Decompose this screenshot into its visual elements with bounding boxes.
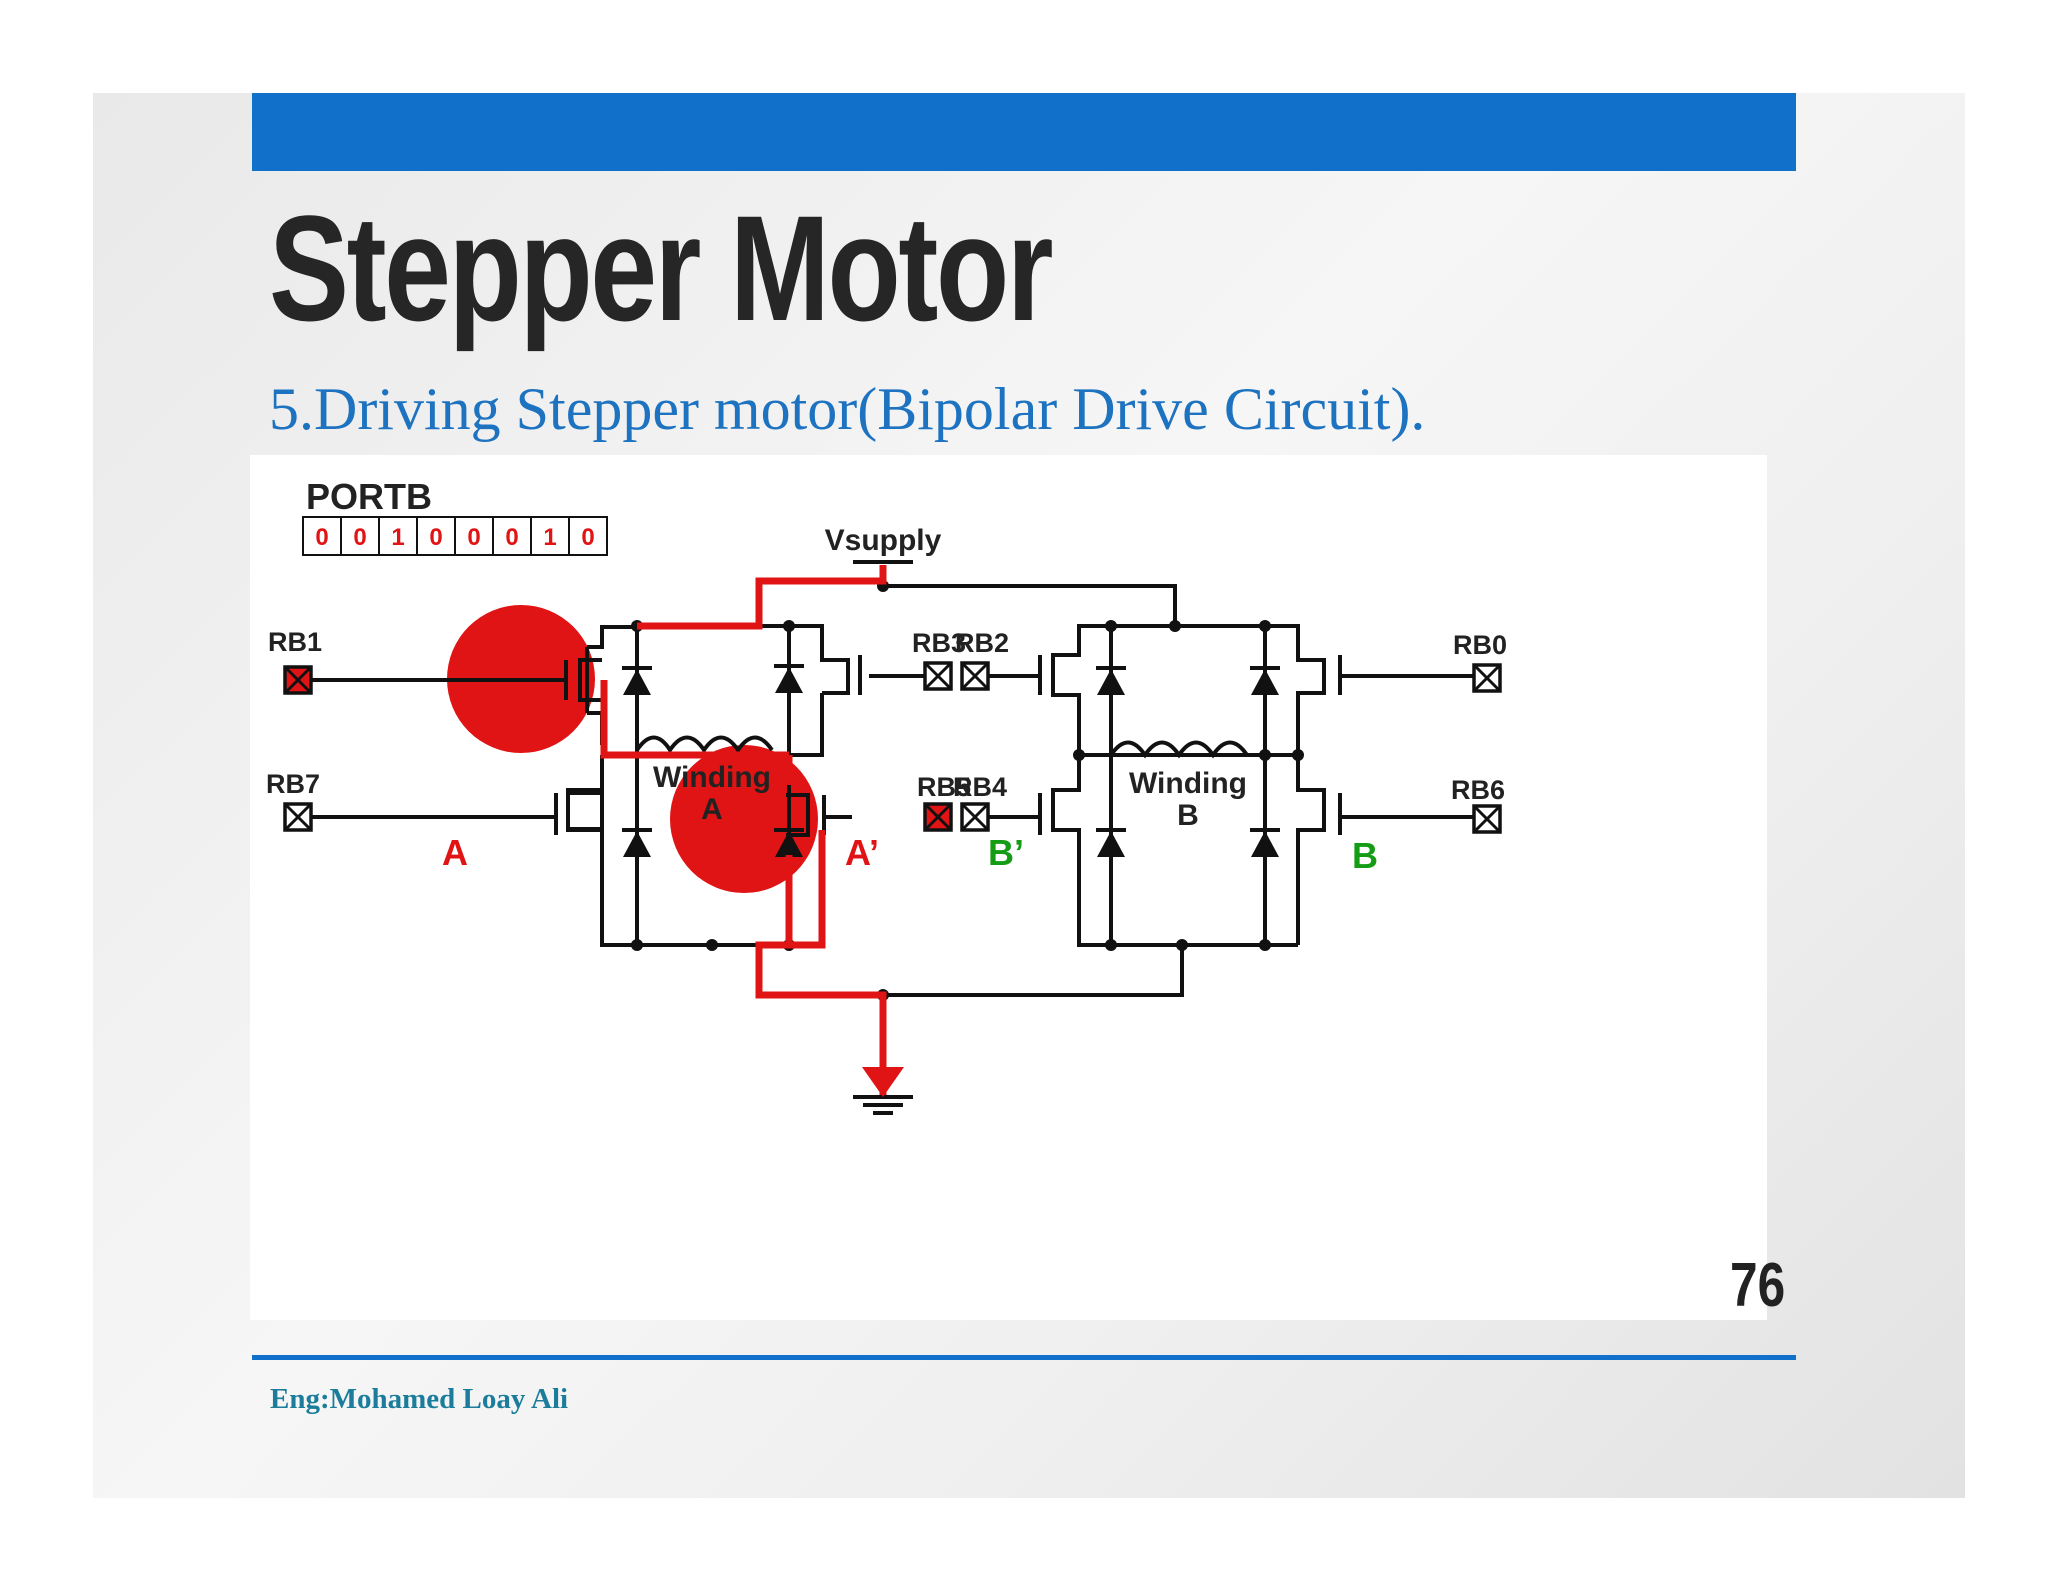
portb-bit: 0 [315, 524, 328, 551]
phase-label-b: B [1352, 835, 1378, 876]
winding-a-label: Winding [653, 761, 771, 794]
diode [1248, 828, 1282, 859]
slide-subtitle: 5.Driving Stepper motor(Bipolar Drive Ci… [269, 376, 1426, 442]
pin-label-rb5: RB5 [917, 772, 971, 802]
pin-rb6 [1472, 804, 1502, 834]
ground-arrow [862, 1067, 904, 1097]
pin-label-rb6: RB6 [1451, 775, 1505, 805]
diode [1094, 666, 1128, 697]
pin-rb0 [1472, 663, 1502, 693]
diode [772, 664, 806, 695]
winding-a-letter: A [701, 793, 723, 826]
pin-rb1 [283, 665, 313, 695]
portb-bit: 1 [391, 524, 404, 551]
phase-label-b-prime: B’ [988, 832, 1024, 873]
transistor-gates [564, 658, 852, 837]
portb-bit: 0 [429, 524, 442, 551]
diode [620, 666, 654, 697]
pin-rb3 [923, 661, 953, 691]
pin-label-rb0: RB0 [1453, 630, 1507, 660]
winding-b-letter: B [1177, 799, 1199, 832]
portb-bit: 0 [353, 524, 366, 551]
diode [1094, 828, 1128, 859]
pin-rb7 [283, 802, 313, 832]
pin-label-rb7: RB7 [266, 769, 320, 799]
top-accent-bar [252, 93, 1796, 171]
pin-rb5 [923, 802, 953, 832]
vsupply-label: Vsupply [825, 524, 942, 557]
slide: Stepper Motor 5.Driving Stepper motor(Bi… [93, 93, 1965, 1498]
portb-bit: 1 [543, 524, 556, 551]
bipolar-drive-circuit-diagram: PORTB 0 0 1 0 0 0 1 0 Vsupply [250, 455, 1767, 1320]
diode [620, 828, 654, 859]
winding-b-label: Winding [1129, 767, 1247, 800]
portb-label: PORTB [306, 476, 432, 517]
pin-label-rb1: RB1 [268, 627, 322, 657]
slide-title: Stepper Motor [269, 184, 1054, 352]
pin-rb2 [960, 661, 990, 691]
phase-label-a: A [442, 832, 468, 873]
phase-label-a-prime: A’ [845, 832, 879, 873]
portb-bit: 0 [581, 524, 594, 551]
pin-label-rb3: RB3 [912, 628, 966, 658]
diode [1248, 666, 1282, 697]
portb-register: 0 0 1 0 0 0 1 0 [302, 516, 608, 556]
portb-bit: 0 [505, 524, 518, 551]
pin-label-rb4: RB4 [953, 772, 1007, 802]
portb-bit: 0 [467, 524, 480, 551]
bottom-accent-rule [252, 1355, 1796, 1360]
footer-author: Eng:Mohamed Loay Ali [270, 1383, 569, 1415]
page-number: 76 [1730, 1251, 1786, 1320]
pin-rb4 [960, 802, 990, 832]
pin-label-rb2: RB2 [955, 628, 1009, 658]
current-path [600, 565, 887, 1095]
